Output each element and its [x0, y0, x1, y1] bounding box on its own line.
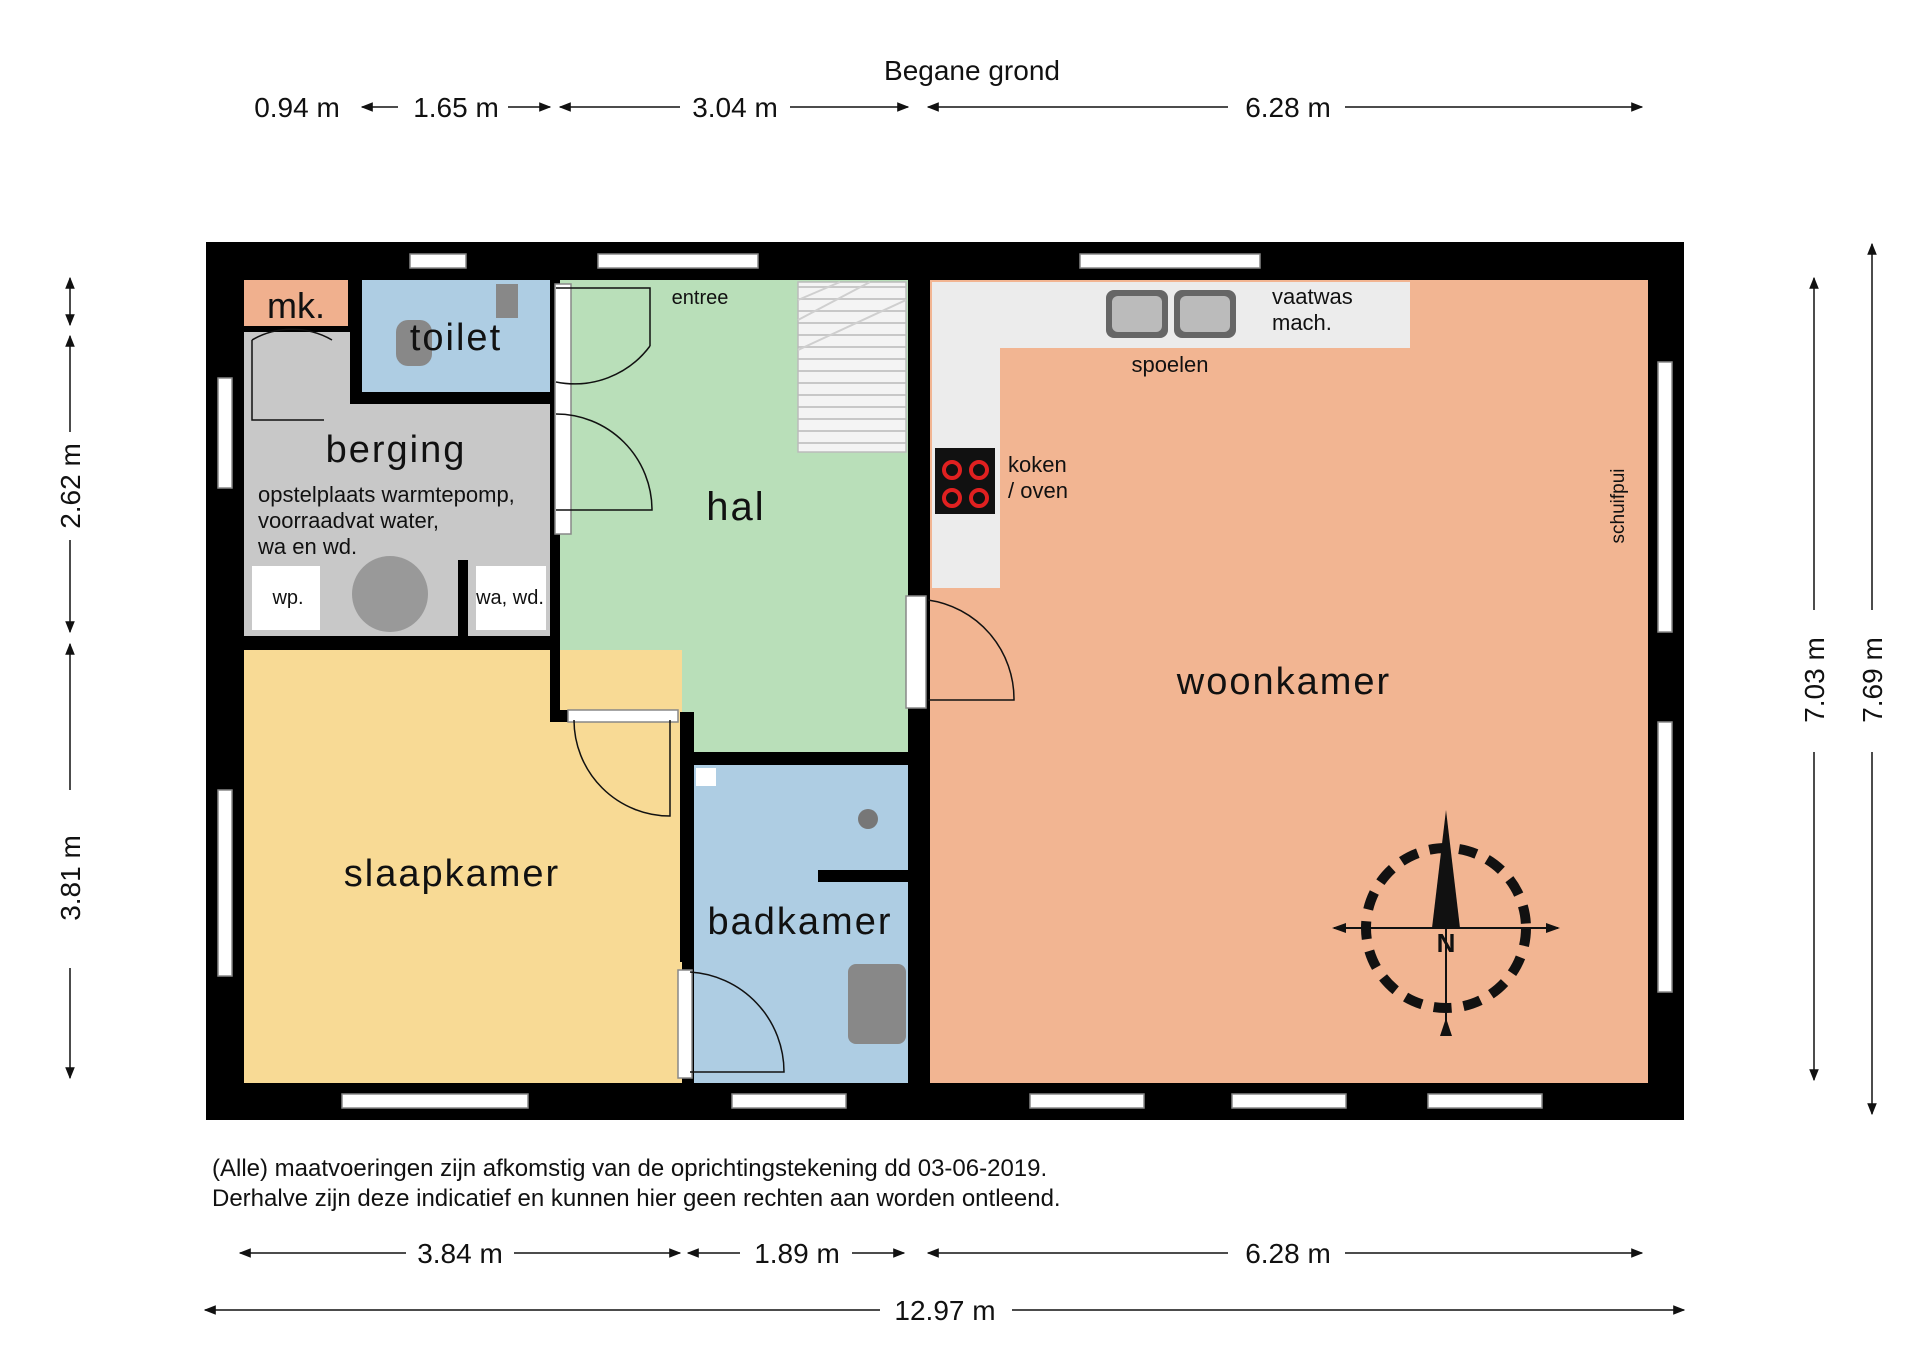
- staircase: [797, 281, 907, 453]
- floor-title: Begane grond: [884, 55, 1060, 86]
- label-koken-1: koken: [1008, 452, 1067, 477]
- dim-top-2: 1.65 m: [413, 92, 499, 123]
- dim-top-1: 0.94 m: [254, 92, 340, 123]
- dim-bottom-3: 6.28 m: [1245, 1238, 1331, 1269]
- windows: [217, 253, 1673, 1109]
- label-slaapkamer: slaapkamer: [344, 853, 560, 895]
- label-hal: hal: [706, 485, 765, 529]
- label-entree: entree: [672, 287, 729, 309]
- label-toilet: toilet: [410, 317, 502, 359]
- bath-vent: [696, 768, 716, 786]
- bottom-dimensions: 3.84 m 1.89 m 6.28 m 12.97 m: [203, 1238, 1686, 1326]
- room-mk: [244, 280, 348, 326]
- label-berging-note-3: wa en wd.: [257, 534, 357, 559]
- label-spoelen: spoelen: [1131, 352, 1208, 377]
- kitchen-counter: [932, 282, 1410, 588]
- wp-unit: [252, 566, 320, 630]
- dim-left-1: 2.62 m: [55, 443, 86, 529]
- bath-sink: [848, 964, 906, 1044]
- dim-top-3: 3.04 m: [692, 92, 778, 123]
- disclaimer-line-1: (Alle) maatvoeringen zijn afkomstig van …: [212, 1155, 1047, 1182]
- dim-bottom-1: 3.84 m: [417, 1238, 503, 1269]
- dim-bottom-2: 1.89 m: [754, 1238, 840, 1269]
- label-badkamer: badkamer: [708, 901, 893, 943]
- top-dimensions: 0.94 m 1.65 m 3.04 m 6.28 m: [254, 92, 1644, 123]
- north-label: N: [1437, 928, 1456, 958]
- label-koken-2: / oven: [1008, 478, 1068, 503]
- toilet-sink: [496, 284, 518, 318]
- right-dimensions: 7.03 m 7.69 m: [1799, 242, 1888, 1116]
- sink: [1106, 290, 1236, 338]
- label-wa-wd: wa, wd.: [475, 587, 544, 609]
- dim-right-inner: 7.03 m: [1799, 637, 1830, 723]
- toilet-bowl: [396, 320, 432, 366]
- cooktop: [935, 448, 995, 514]
- label-vaatwas-1: vaatwas: [1272, 284, 1353, 309]
- disclaimer-line-2: Derhalve zijn deze indicatief en kunnen …: [212, 1185, 1061, 1212]
- label-schuifpui: schuifpui: [1608, 469, 1629, 544]
- doors: [251, 283, 1015, 1079]
- dim-right-outer: 7.69 m: [1857, 637, 1888, 723]
- room-toilet: [362, 280, 550, 392]
- room-slaapkamer-corner: [244, 650, 550, 720]
- wa-wd-unit: [476, 566, 546, 630]
- room-woonkamer: [930, 280, 1648, 1083]
- dim-left-2: 3.81 m: [55, 835, 86, 921]
- compass: N: [1332, 810, 1560, 1036]
- boiler: [352, 556, 428, 632]
- dim-total-width: 12.97 m: [894, 1295, 995, 1326]
- shower-head: [858, 809, 878, 829]
- left-dimensions: 2.62 m 3.81 m: [55, 276, 86, 1080]
- label-mk: mk.: [267, 285, 325, 326]
- dim-top-4: 6.28 m: [1245, 92, 1331, 123]
- label-vaatwas-2: mach.: [1272, 310, 1332, 335]
- label-berging-note-1: opstelplaats warmtepomp,: [258, 482, 515, 507]
- label-berging-note-2: voorraadvat water,: [258, 508, 439, 533]
- label-woonkamer: woonkamer: [1176, 661, 1391, 703]
- label-berging: berging: [326, 429, 467, 471]
- label-wp: wp.: [271, 587, 303, 609]
